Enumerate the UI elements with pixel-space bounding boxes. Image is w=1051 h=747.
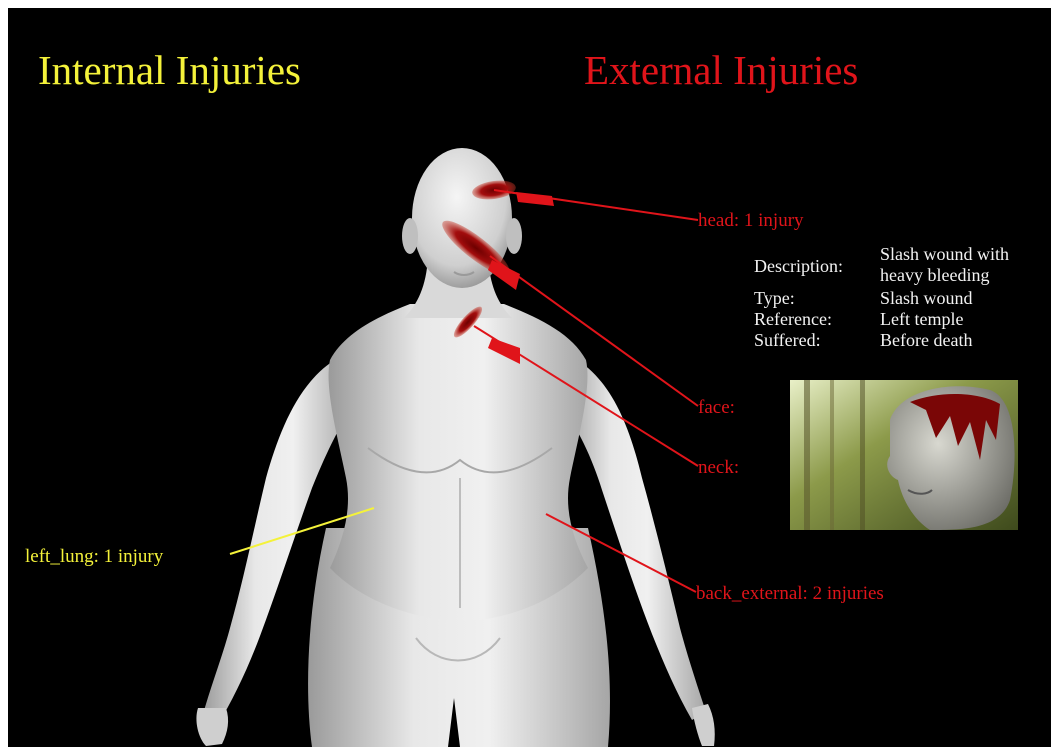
injury-photo bbox=[790, 380, 1018, 530]
external-injuries-heading: External Injuries bbox=[584, 50, 858, 91]
reference-value: Left temple bbox=[880, 309, 963, 330]
description-line-2: heavy bleeding bbox=[880, 265, 989, 286]
internal-injuries-heading: Internal Injuries bbox=[38, 50, 301, 91]
injury-label-left-lung[interactable]: left_lung: 1 injury bbox=[25, 547, 163, 566]
injury-detail-panel: Description: Slash wound with heavy blee… bbox=[754, 244, 1051, 351]
description-key: Description: bbox=[754, 256, 874, 277]
description-line-1: Slash wound with bbox=[880, 244, 1009, 265]
injury-label-back-external[interactable]: back_external: 2 injuries bbox=[696, 584, 884, 603]
type-key: Type: bbox=[754, 288, 874, 309]
injury-label-face[interactable]: face: bbox=[698, 398, 735, 417]
suffered-key: Suffered: bbox=[754, 330, 874, 351]
scene-3d-view[interactable] bbox=[8, 8, 1051, 747]
injury-label-head[interactable]: head: 1 injury bbox=[698, 211, 804, 230]
viewport: Internal Injuries External Injuries head… bbox=[8, 8, 1051, 747]
reference-key: Reference: bbox=[754, 309, 874, 330]
suffered-value: Before death bbox=[880, 330, 972, 351]
injury-label-neck[interactable]: neck: bbox=[698, 458, 739, 477]
type-value: Slash wound bbox=[880, 288, 973, 309]
